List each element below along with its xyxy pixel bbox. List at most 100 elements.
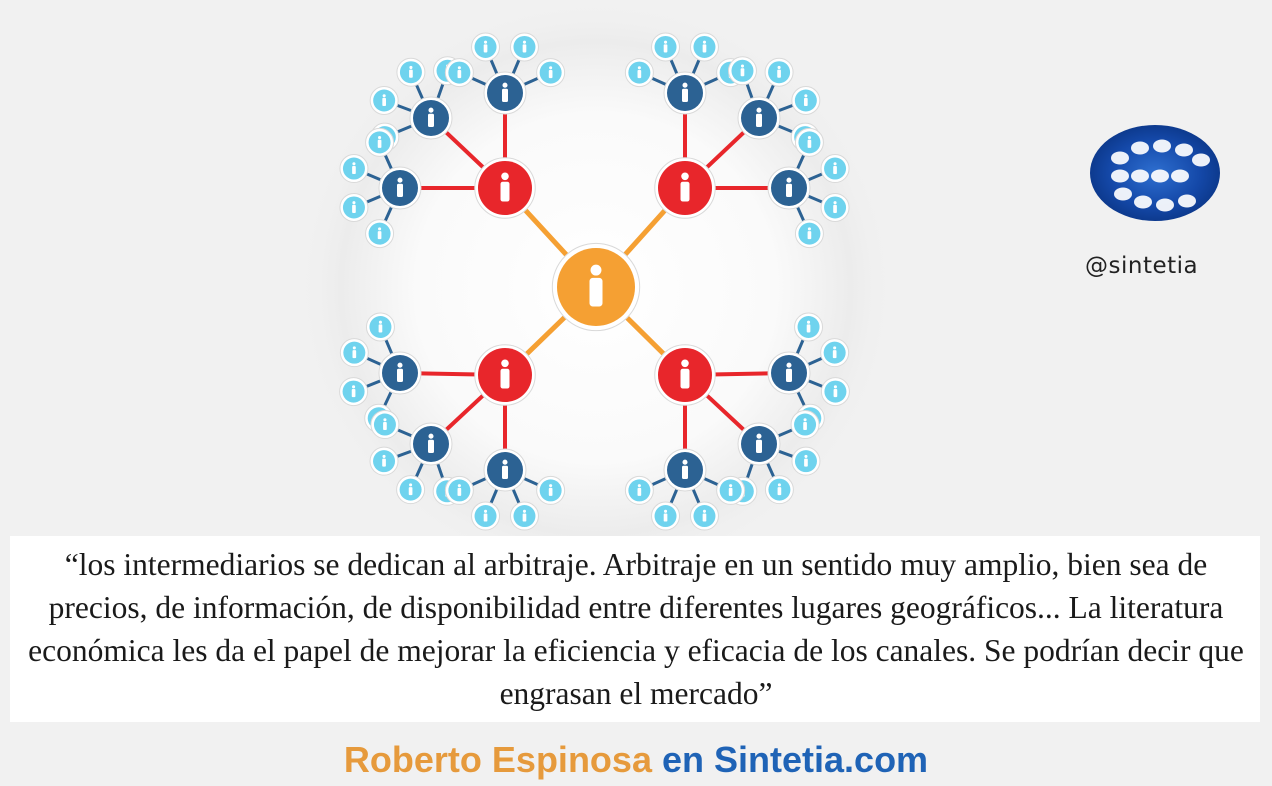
person-icon xyxy=(500,172,510,202)
leaf-node xyxy=(764,57,794,87)
person-icon xyxy=(786,362,792,382)
person-icon xyxy=(589,264,603,307)
logo-dot xyxy=(1156,198,1174,212)
logo-dot xyxy=(1178,194,1196,208)
credit-site[interactable]: Sintetia.com xyxy=(714,739,929,780)
leaf-node xyxy=(471,501,501,531)
leaf-node xyxy=(624,58,654,88)
leaf-node xyxy=(396,475,426,505)
hub-node xyxy=(654,157,716,219)
leaf-node xyxy=(820,338,850,368)
leaf-node xyxy=(651,501,681,531)
person-icon xyxy=(502,82,508,102)
leaf-node xyxy=(790,410,820,440)
leaf-node xyxy=(536,475,566,505)
person-icon xyxy=(382,94,386,106)
leaf-node xyxy=(820,192,850,222)
person-icon xyxy=(777,483,782,496)
leaf-node xyxy=(444,475,474,505)
person-icon xyxy=(804,94,808,106)
leaf-node xyxy=(365,219,395,249)
logo-dot xyxy=(1114,187,1132,201)
sintetia-logo xyxy=(1090,125,1220,221)
leaf-node xyxy=(396,57,426,87)
person-icon xyxy=(663,40,668,53)
person-icon xyxy=(548,66,553,79)
logo-dot xyxy=(1111,169,1129,183)
person-icon xyxy=(833,162,837,175)
quote-box xyxy=(10,536,1260,722)
hub-node xyxy=(474,157,536,219)
logo-dot xyxy=(1111,151,1129,165)
person-icon xyxy=(457,484,462,496)
sub-node xyxy=(378,351,422,395)
leaf-node xyxy=(764,475,794,505)
sub-node xyxy=(737,422,781,466)
leaf-node xyxy=(820,377,850,407)
sub-node xyxy=(767,166,811,210)
person-icon xyxy=(728,484,733,496)
leaf-node xyxy=(339,154,369,184)
person-icon xyxy=(786,177,792,197)
person-icon xyxy=(397,362,403,382)
person-icon xyxy=(807,227,812,240)
person-icon xyxy=(804,454,808,467)
person-icon xyxy=(483,509,488,522)
logo-dot xyxy=(1131,169,1149,183)
leaf-node xyxy=(365,127,395,157)
person-icon xyxy=(352,162,356,175)
person-icon xyxy=(397,177,403,197)
person-icon xyxy=(702,40,707,53)
leaf-node xyxy=(794,312,824,342)
hub-node xyxy=(474,344,536,406)
logo-dot xyxy=(1153,139,1171,153)
leaf-node xyxy=(509,32,539,62)
leaf-node xyxy=(536,58,566,88)
sub-node xyxy=(483,71,527,115)
logo-dot xyxy=(1175,143,1193,157)
sub-node xyxy=(378,166,422,210)
person-icon xyxy=(807,136,812,148)
sub-node xyxy=(483,448,527,492)
logo-dot xyxy=(1151,169,1169,183)
leaf-node xyxy=(339,192,369,222)
credit-line: Roberto Espinosa en Sintetia.com xyxy=(0,738,1272,782)
quote-text: “los intermediarios se dedican al arbitr… xyxy=(28,547,1244,711)
network-nodes xyxy=(339,32,850,531)
leaf-node xyxy=(369,85,399,115)
leaf-node xyxy=(791,446,821,476)
person-icon xyxy=(457,66,462,79)
leaf-node xyxy=(794,219,824,249)
leaf-node xyxy=(651,32,681,62)
credit-author: Roberto Espinosa xyxy=(343,739,652,780)
leaf-node xyxy=(791,85,821,115)
person-icon xyxy=(833,201,837,213)
leaf-node xyxy=(339,377,369,407)
leaf-node xyxy=(370,410,400,440)
credit-conjunction: en xyxy=(661,739,704,780)
person-icon xyxy=(740,64,745,77)
person-icon xyxy=(377,227,382,240)
hub-node xyxy=(654,344,716,406)
person-icon xyxy=(408,483,413,496)
person-icon xyxy=(680,359,690,389)
sub-node xyxy=(409,96,453,140)
leaf-node xyxy=(624,475,654,505)
person-icon xyxy=(428,433,434,453)
person-icon xyxy=(803,418,807,431)
person-icon xyxy=(548,484,553,496)
person-icon xyxy=(502,459,508,479)
logo-dot xyxy=(1192,153,1210,167)
person-icon xyxy=(663,509,668,522)
person-icon xyxy=(382,454,386,467)
person-icon xyxy=(682,459,688,479)
sub-node xyxy=(737,96,781,140)
person-icon xyxy=(637,66,642,79)
person-icon xyxy=(756,433,762,453)
leaf-node xyxy=(471,32,501,62)
leaf-node xyxy=(369,446,399,476)
leaf-node xyxy=(365,312,395,342)
person-icon xyxy=(483,40,488,53)
leaf-node xyxy=(820,154,850,184)
person-icon xyxy=(756,107,762,127)
